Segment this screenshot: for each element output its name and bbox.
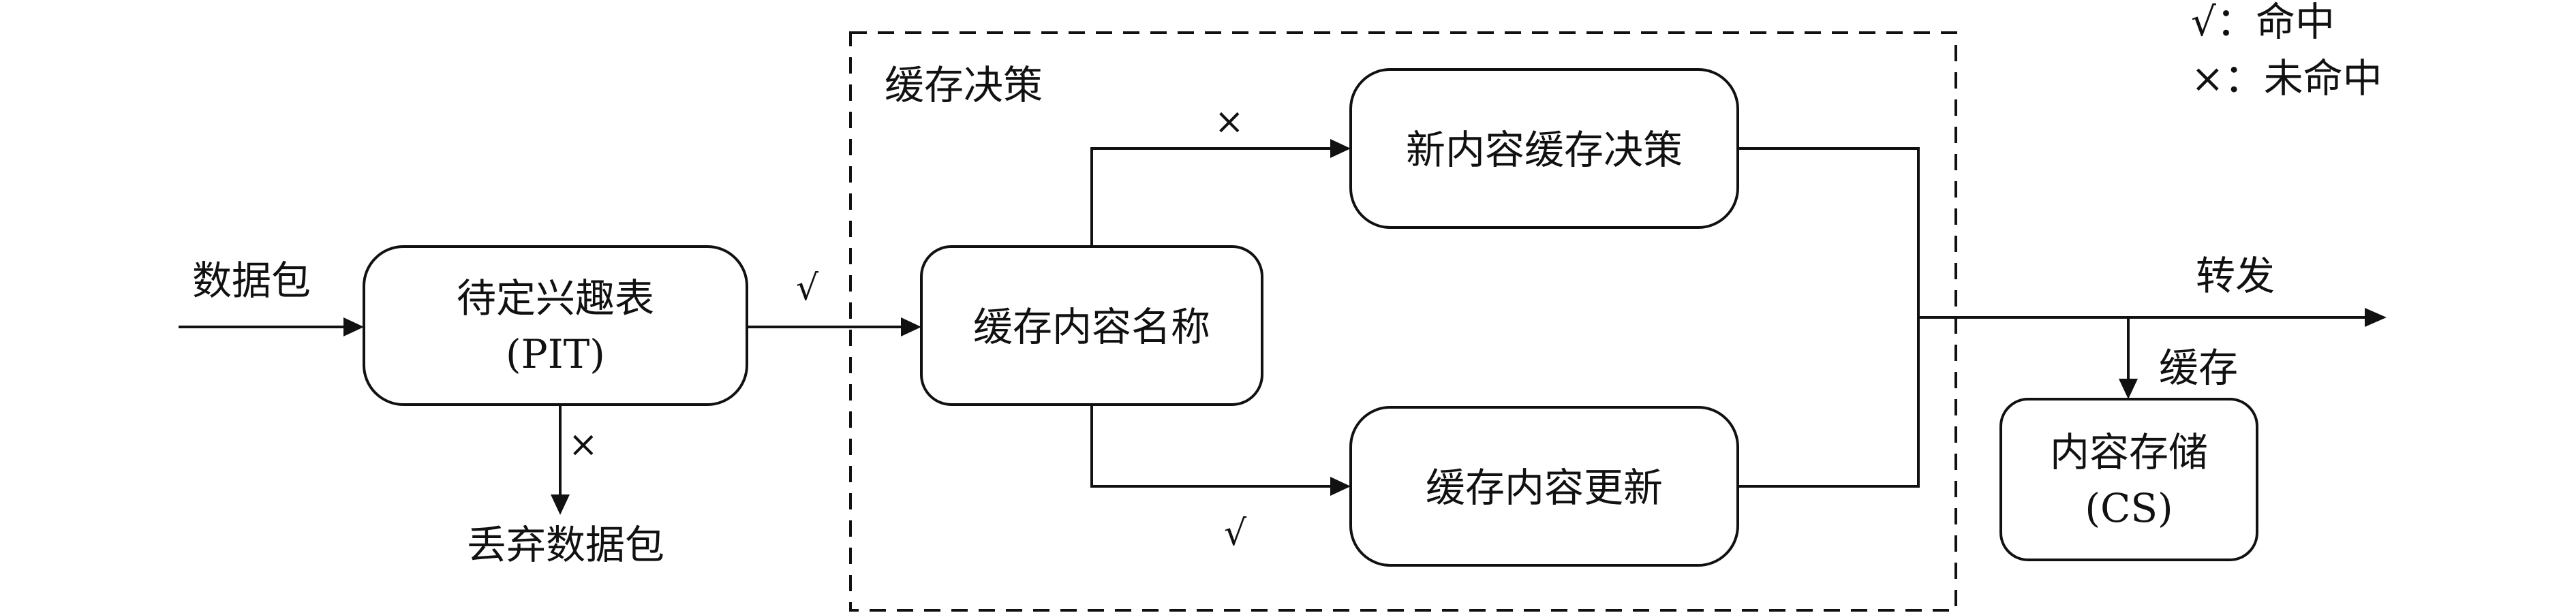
pit-box [363,245,748,406]
cache-label: 缓存 [2159,345,2238,391]
pit-box-sublabel: (PIT) [506,331,605,377]
drop-packet-label: 丢弃数据包 [467,522,664,568]
drop-arrowhead [551,494,570,515]
pit-miss-mark: × [568,424,598,465]
miss-branch-line [1090,147,1336,247]
input-arrowhead [343,317,364,336]
cache-update-label: 缓存内容更新 [1426,465,1663,511]
content-store-sublabel: (CS) [2085,485,2173,531]
hit-branch-arrowhead [1330,477,1351,496]
input-packet-label: 数据包 [192,257,311,304]
pit-to-name-arrowhead [901,317,921,336]
caching-decision-region [849,31,1957,612]
name-miss-mark: × [1214,101,1244,142]
new-content-decision-label: 新内容缓存决策 [1406,127,1683,173]
miss-branch-arrowhead [1330,139,1351,158]
legend-hit: √：命中 [2191,0,2335,45]
pit-hit-mark: √ [796,268,819,309]
name-hit-mark: √ [1224,513,1247,554]
cached-name-label: 缓存内容名称 [973,304,1210,350]
legend-miss: ×：未命中 [2191,55,2382,101]
content-store-label: 内容存储 [2050,429,2208,475]
cache-arrowhead [2119,379,2138,399]
caching-decision-label: 缓存决策 [885,62,1043,108]
hit-branch-line [1090,405,1336,488]
forward-label: 转发 [2196,253,2275,299]
merge-top-line [1738,147,1920,488]
content-store-box [1999,398,2258,561]
pit-box-label: 待定兴趣表 [457,275,654,321]
forward-arrowhead [2365,308,2387,327]
